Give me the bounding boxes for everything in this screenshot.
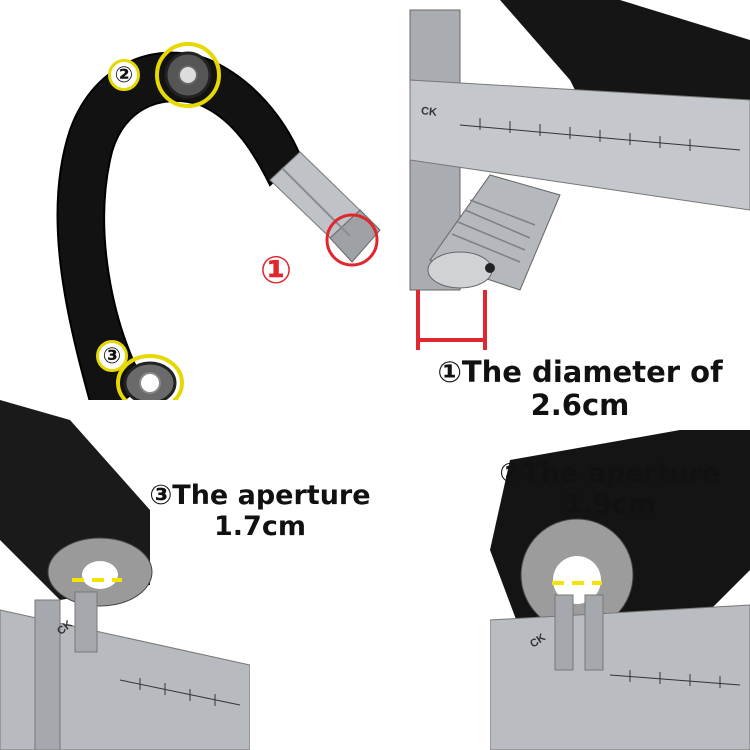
- ball-joint-shaft: [269, 151, 381, 263]
- aperture-2-drawing: [490, 430, 750, 750]
- caliper-shaft-drawing: [409, 0, 750, 350]
- marker-1: ①: [260, 248, 293, 292]
- caliper-2: [490, 604, 750, 750]
- aperture-3-caption-value: 1.7cm: [214, 511, 306, 543]
- aperture-3-drawing: [0, 400, 250, 750]
- diameter-indicator: [416, 290, 487, 350]
- aperture-2-caption-line1: ②The aperture: [499, 458, 721, 489]
- aperture-3-caption-line1: ③The aperture: [149, 480, 371, 511]
- caliper-beam: [409, 79, 750, 211]
- marker-2: ②: [108, 59, 140, 91]
- aperture-2-caption-value: 1.9cm: [564, 489, 656, 521]
- highlight-circle-2: [155, 42, 221, 108]
- marker-3: ③: [96, 340, 128, 372]
- arm-body: [56, 51, 302, 422]
- caliper-brand-label: CK: [420, 105, 438, 119]
- caliper-3: [0, 609, 250, 750]
- diameter-caption: ①The diameter of 2.6cm: [420, 355, 740, 423]
- aperture-3-measurement-photo: CK: [0, 400, 250, 750]
- diameter-caption-line1: ①The diameter of: [437, 355, 723, 389]
- aperture-2-measurement-photo: CK: [490, 430, 750, 750]
- aperture-2-caption: ②The aperture 1.9cm: [490, 458, 730, 520]
- control-arm-photo: ② ③ ①: [0, 0, 400, 422]
- diameter-caption-value: 2.6cm: [530, 388, 630, 423]
- highlight-circle-1: [325, 213, 379, 267]
- control-arm-drawing: [56, 42, 381, 422]
- diameter-measurement-photo: CK: [400, 0, 750, 350]
- threaded-shaft: [427, 174, 561, 291]
- aperture-3-caption: ③The aperture 1.7cm: [140, 480, 380, 542]
